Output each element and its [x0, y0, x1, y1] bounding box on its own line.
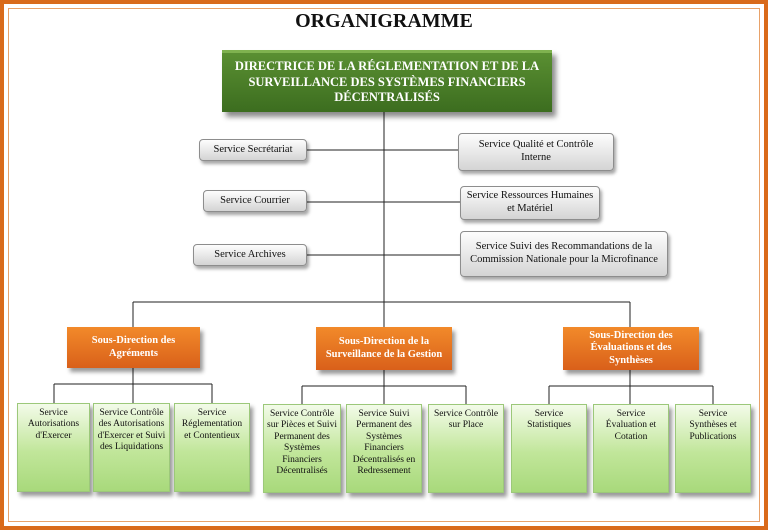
page-frame-inner	[8, 8, 760, 522]
chart-title: ORGANIGRAMME	[295, 10, 473, 32]
director-box: DIRECTRICE DE LA RÉGLEMENTATION ET DE LA…	[222, 50, 552, 112]
service-courrier: Service Courrier	[203, 190, 307, 212]
service-suivi-recommandations: Service Suivi des Recommandations de la …	[460, 231, 668, 277]
unit-suivi-redressement: Service Suivi Permanent des Systèmes Fin…	[346, 404, 422, 493]
unit-statistiques: Service Statistiques	[511, 404, 587, 493]
unit-autorisations-exercer: Service Autorisations d'Exercer	[17, 403, 90, 492]
subdirection-evaluations-syntheses: Sous-Direction des Évaluations et des Sy…	[563, 327, 699, 370]
service-qualite-controle-interne: Service Qualité et Contrôle Interne	[458, 133, 614, 171]
service-secretariat: Service Secrétariat	[199, 139, 307, 161]
unit-evaluation-cotation: Service Évaluation et Cotation	[593, 404, 669, 493]
subdirection-agrements: Sous-Direction des Agréments	[67, 327, 200, 368]
service-ressources-humaines: Service Ressources Humaines et Matériel	[460, 186, 600, 220]
unit-reglementation-contentieux: Service Réglementation et Contentieux	[174, 403, 250, 492]
unit-controle-autorisations: Service Contrôle des Autorisations d'Exe…	[93, 403, 170, 492]
unit-controle-pieces: Service Contrôle sur Pièces et Suivi Per…	[263, 404, 341, 493]
unit-syntheses-publications: Service Synthèses et Publications	[675, 404, 751, 493]
subdirection-surveillance-gestion: Sous-Direction de la Surveillance de la …	[316, 327, 452, 370]
unit-controle-sur-place: Service Contrôle sur Place	[428, 404, 504, 493]
service-archives: Service Archives	[193, 244, 307, 266]
